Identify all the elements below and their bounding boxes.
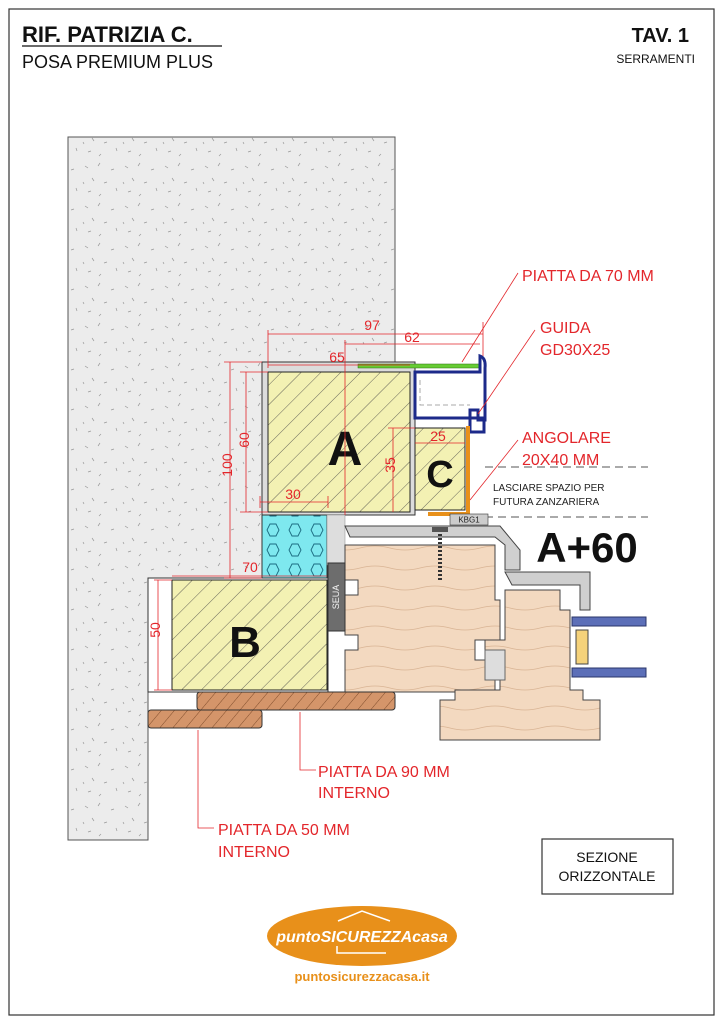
seal-tape — [327, 562, 346, 632]
glass-pane-outer — [571, 616, 647, 627]
block-c-label: C — [426, 454, 453, 496]
gap — [326, 514, 346, 566]
hardware — [484, 649, 506, 681]
dim-35: 35 — [382, 457, 398, 473]
callout-piatta-90-1: PIATTA DA 90 MM — [318, 764, 450, 781]
screw-head — [432, 527, 448, 532]
callout-guida-2: GD30X25 — [540, 342, 610, 359]
section-label-2: ORIZZONTALE — [559, 868, 656, 884]
zanzariera-note-2: FUTURA ZANZARIERA — [493, 497, 599, 508]
dim-30: 30 — [285, 486, 301, 502]
drawing-subtitle: POSA PREMIUM PLUS — [22, 52, 213, 72]
flat-bar-90 — [196, 691, 396, 711]
wood-frame — [344, 544, 501, 693]
block-a — [267, 371, 411, 513]
dim-70: 70 — [242, 559, 258, 575]
callout-angolare-2: 20X40 MM — [522, 452, 599, 469]
brand-logo: puntoSICUREZZAcasa — [267, 906, 457, 966]
dim-100: 100 — [219, 453, 235, 477]
aluminium-sash-cap — [504, 571, 591, 611]
callout-piatta-50-2: INTERNO — [218, 844, 290, 861]
formula-label: A+60 — [536, 524, 638, 571]
guide-profile — [413, 353, 487, 422]
insulation-foam — [261, 514, 328, 579]
section-label-box — [541, 838, 674, 895]
callout-guida-1: GUIDA — [540, 320, 591, 337]
guide-foot — [468, 416, 486, 434]
block-c — [414, 427, 466, 511]
callout-piatta-50-1: PIATTA DA 50 MM — [218, 822, 350, 839]
seal-label: SEUA — [331, 585, 341, 610]
sheet-number: TAV. 1 — [632, 25, 689, 47]
aluminium-cap — [344, 525, 521, 571]
callout-angolare-1: ANGOLARE — [522, 430, 611, 447]
leader-lines — [197, 272, 536, 829]
dim-25: 25 — [430, 428, 446, 444]
callout-piatta-90-2: INTERNO — [318, 785, 390, 802]
block-b-label: B — [229, 618, 261, 667]
glass-pane-inner — [571, 667, 647, 678]
logo-text: puntoSICUREZZAcasa — [275, 929, 448, 946]
dimension-lines — [154, 322, 484, 691]
dim-60: 60 — [236, 432, 252, 448]
kbg1-label: KBG1 — [458, 516, 480, 525]
zanzariera-note-1: LASCIARE SPAZIO PER — [493, 483, 605, 494]
dim-65: 65 — [329, 349, 345, 365]
house-roof-icon — [337, 910, 391, 922]
section-label-1: SEZIONE — [576, 849, 637, 865]
dim-50: 50 — [147, 622, 163, 638]
dim-62: 62 — [404, 329, 420, 345]
sheet-category: SERRAMENTI — [616, 52, 695, 66]
glass-spacer — [575, 629, 589, 665]
block-b — [171, 579, 328, 691]
flat-bar-50 — [147, 709, 263, 729]
dim-97: 97 — [364, 317, 380, 333]
drawing-title: RIF. PATRIZIA C. — [22, 22, 193, 47]
guide-inner — [419, 380, 470, 406]
website-link[interactable]: puntosicurezzacasa.it — [294, 969, 430, 984]
sheet-border — [8, 8, 715, 1016]
kbg1-part — [449, 513, 489, 526]
callout-piatta-70: PIATTA DA 70 MM — [522, 268, 654, 285]
